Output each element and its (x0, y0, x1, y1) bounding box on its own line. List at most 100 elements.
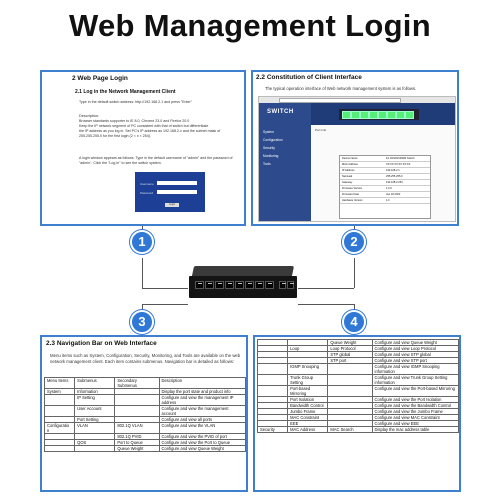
table-cell: Configuratio n (43, 422, 76, 434)
port-icon[interactable] (351, 111, 360, 119)
page-title: Web Management Login (69, 8, 431, 43)
navigation-bar-panel: 2.3 Navigation Bar on Web Interface Menu… (40, 335, 248, 492)
port-status-row (339, 109, 419, 120)
menu-item-configuration[interactable]: Configuration (263, 138, 283, 142)
table-cell: IP Setting (74, 394, 116, 406)
info-key: MAC Address (342, 163, 358, 166)
ethernet-port-icon (225, 281, 234, 289)
username-input[interactable] (157, 181, 197, 185)
info-key: Hardware Version (342, 199, 363, 202)
description-block: Description: Browser standards supporter… (79, 114, 237, 139)
table-cell: Configure and view the Port-based Mirror… (371, 385, 459, 397)
table-cell: Trunk Group Setting (287, 374, 329, 386)
table-cell: Security (256, 426, 289, 433)
ethernet-port-icon (195, 281, 204, 289)
table-cell (327, 385, 373, 397)
browser-toolbar (259, 97, 455, 103)
network-switch-image (185, 266, 301, 304)
address-bar[interactable] (279, 98, 401, 103)
table-cell (43, 394, 76, 406)
menu-item-monitoring[interactable]: Monitoring (263, 154, 279, 158)
table-cell: Configure and view IGMP Snooping informa… (371, 363, 459, 375)
step-badge-3: 3 (130, 310, 154, 334)
ethernet-port-icon (245, 281, 254, 289)
panel-heading: 2.2 Constitution of Client Interface (256, 74, 362, 81)
panel-paragraph: The typical operation interface of Web n… (265, 86, 417, 91)
table-cell: Submenus (74, 377, 116, 389)
port-icon[interactable] (360, 111, 369, 119)
table-cell: Configure and view Trunk Group Setting i… (371, 374, 459, 386)
info-value: Jan 18 2022 (386, 193, 401, 196)
password-label: Password (140, 191, 154, 195)
table-cell (256, 363, 289, 375)
table-cell (327, 363, 373, 375)
table-cell (114, 405, 160, 417)
description-line: Browser standards supporter to IE 8.0, C… (79, 119, 190, 123)
info-value: 1.0.0 (386, 187, 392, 190)
info-key: Firmware Version (342, 187, 363, 190)
login-button[interactable]: Login (165, 203, 179, 207)
table-cell: 802.1Q VLAN (114, 422, 160, 434)
ethernet-port-icon (255, 281, 264, 289)
switch-top (191, 266, 295, 276)
info-value: XX:XX:XX:XX:XX:XX (386, 163, 411, 166)
table-cell: Configure and view the Bandwidth Control (371, 402, 459, 409)
info-key: Gateway (342, 181, 353, 184)
table-cell: Configure and view Queue Weight (158, 445, 246, 452)
port-icon[interactable] (387, 111, 396, 119)
connector-line (354, 258, 355, 288)
section-label: Port Info (315, 128, 327, 132)
table-row: Trunk Group Setting Configure and view Tr… (256, 374, 459, 386)
connector-line (142, 288, 188, 289)
browser-window: SWITCH System Configuration Security Mon… (258, 96, 456, 222)
port-icon[interactable] (405, 111, 414, 119)
login-window: Username Password Login (135, 172, 205, 212)
menu-item-system[interactable]: System (263, 130, 274, 134)
connector-line (142, 304, 188, 305)
table-cell (43, 445, 76, 452)
table-cell (43, 405, 76, 417)
connector-line (354, 304, 355, 314)
description-line: Keep the IP network segment of PC consis… (79, 124, 209, 128)
panel-paragraph: Type in the default switch address: http… (79, 100, 193, 104)
description-line: the IP address as you log in. Set PC's I… (79, 129, 221, 133)
description-line: 255.255.255.0 for the first login (2 < x… (79, 134, 151, 138)
table-cell: Configure and view the VLAN (158, 422, 246, 434)
info-key: Device Name (342, 157, 358, 160)
table-cell: VLAN (74, 422, 116, 434)
menu-item-security[interactable]: Security (263, 146, 275, 150)
port-icon[interactable] (369, 111, 378, 119)
navigation-sidebar: SWITCH System Configuration Security Mon… (259, 103, 311, 221)
port-icon[interactable] (342, 111, 351, 119)
ethernet-port-icon (215, 281, 224, 289)
table-cell (256, 374, 289, 386)
port-icon[interactable] (378, 111, 387, 119)
table-row: Port-based Mirroring Configure and view t… (256, 385, 459, 397)
table-cell (256, 385, 289, 397)
info-row: Firmware Version 1.0.0 (340, 186, 430, 192)
password-input[interactable] (157, 190, 197, 194)
info-key: Netmask (342, 175, 353, 178)
table-cell: MAC Address (287, 426, 329, 433)
sfp-port-icon (287, 281, 294, 289)
port-icon[interactable] (396, 111, 405, 119)
table-cell (114, 394, 160, 406)
table-cell: Display the mac address table (371, 426, 459, 433)
table-cell: Port-based Mirroring (287, 385, 329, 397)
menu-item-tools[interactable]: Tools (263, 162, 271, 166)
sfp-port-icon (279, 281, 286, 289)
